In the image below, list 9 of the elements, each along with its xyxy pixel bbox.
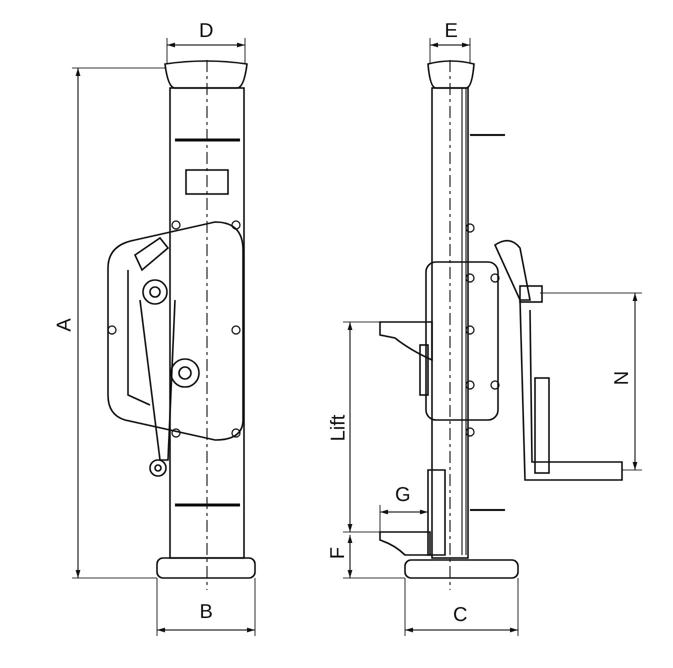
dimension-label: Lift [328, 414, 348, 442]
dimension-label: E [444, 21, 458, 41]
dimension-label: N [612, 370, 632, 386]
dimension-label: D [199, 21, 214, 41]
dimension-label: C [453, 605, 468, 625]
dimension-label: A [54, 318, 74, 332]
dimension-label: B [200, 602, 213, 622]
dimension-label: G [395, 485, 411, 505]
dimension-label: F [328, 546, 348, 560]
